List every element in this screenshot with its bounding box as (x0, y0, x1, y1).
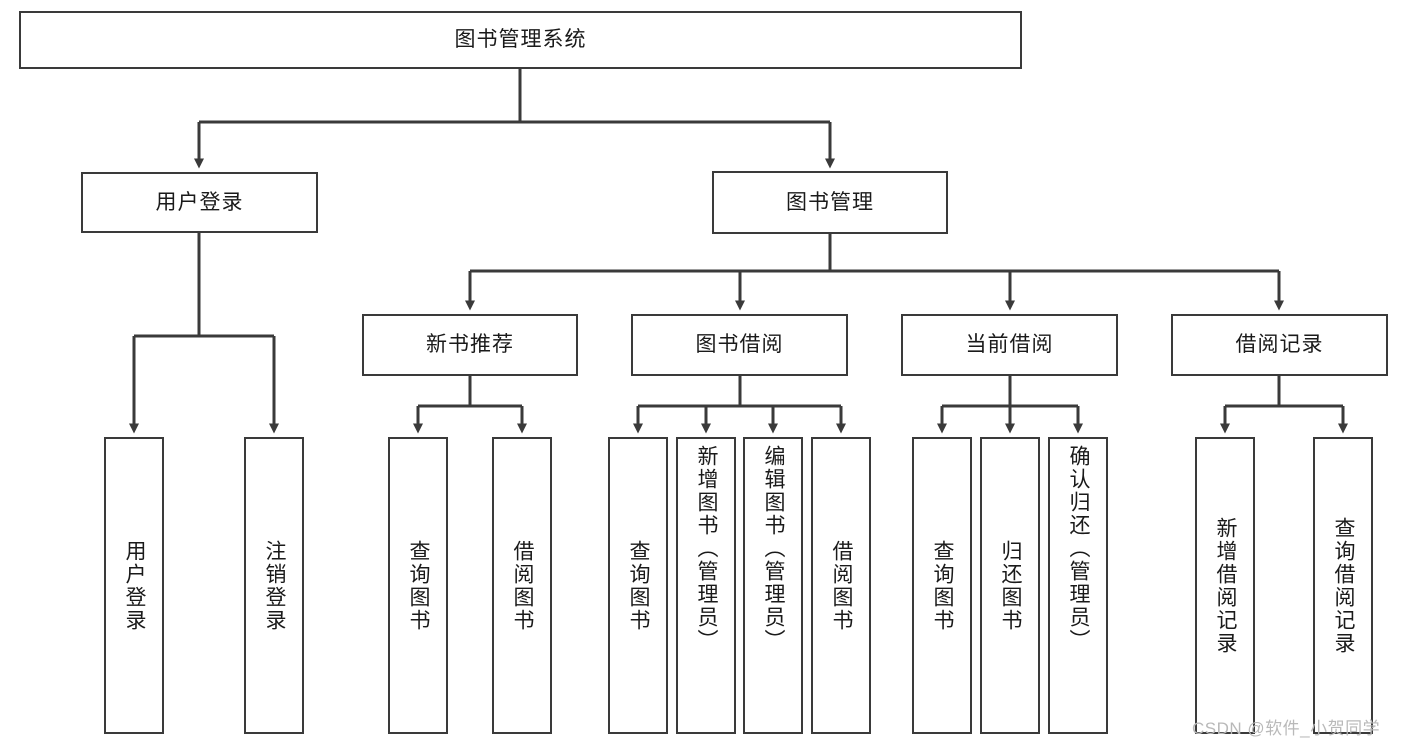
node-leaf-query-book-recommend[interactable]: 查询图书 (388, 437, 448, 734)
node-label: 查询图书 (407, 539, 431, 632)
node-label: 查询图书 (627, 539, 651, 632)
csdn-watermark: CSDN @软件_小贺同学 (1192, 719, 1381, 738)
node-label: 查询图书 (931, 539, 955, 632)
node-label: 借阅图书 (511, 539, 535, 632)
node-label: 图书管理 (786, 190, 874, 214)
node-borrow-record[interactable]: 借阅记录 (1171, 314, 1388, 376)
node-label: 新增借阅记录 (1214, 516, 1238, 655)
node-current-borrow[interactable]: 当前借阅 (901, 314, 1118, 376)
node-leaf-borrow-book-recommend[interactable]: 借阅图书 (492, 437, 552, 734)
node-label: 借阅记录 (1235, 333, 1324, 357)
node-label: 归还图书 (999, 539, 1023, 632)
node-label: 用户登录 (123, 539, 147, 632)
node-user-login[interactable]: 用户登录 (81, 172, 318, 233)
node-leaf-confirm-return[interactable]: 确认归还（管理员） (1048, 437, 1108, 734)
node-new-book-recommend[interactable]: 新书推荐 (362, 314, 578, 376)
node-leaf-query-book-current[interactable]: 查询图书 (912, 437, 972, 734)
node-leaf-borrow-book[interactable]: 借阅图书 (811, 437, 871, 734)
node-label: 编辑图书（管理员） (762, 445, 786, 652)
node-book-management-system[interactable]: 图书管理系统 (19, 11, 1022, 69)
node-leaf-query-book-borrow[interactable]: 查询图书 (608, 437, 668, 734)
node-label: 新增图书（管理员） (695, 445, 719, 652)
node-leaf-add-borrow-record[interactable]: 新增借阅记录 (1195, 437, 1255, 734)
node-label: 查询借阅记录 (1332, 516, 1356, 655)
node-leaf-return-book[interactable]: 归还图书 (980, 437, 1040, 734)
node-leaf-add-book[interactable]: 新增图书（管理员） (676, 437, 736, 734)
node-label: 新书推荐 (426, 333, 514, 357)
node-label: 当前借阅 (965, 333, 1054, 357)
node-label: 确认归还（管理员） (1067, 445, 1091, 652)
node-label: 图书管理系统 (454, 28, 587, 52)
node-leaf-user-login[interactable]: 用户登录 (104, 437, 164, 734)
node-leaf-user-logout[interactable]: 注销登录 (244, 437, 304, 734)
node-label: 图书借阅 (695, 333, 784, 357)
node-label: 借阅图书 (830, 539, 854, 632)
node-leaf-query-borrow-record[interactable]: 查询借阅记录 (1313, 437, 1373, 734)
node-book-manage[interactable]: 图书管理 (712, 171, 948, 234)
node-leaf-edit-book[interactable]: 编辑图书（管理员） (743, 437, 803, 734)
node-label: 注销登录 (263, 539, 287, 632)
node-label: 用户登录 (155, 190, 244, 214)
node-book-borrow[interactable]: 图书借阅 (631, 314, 848, 376)
